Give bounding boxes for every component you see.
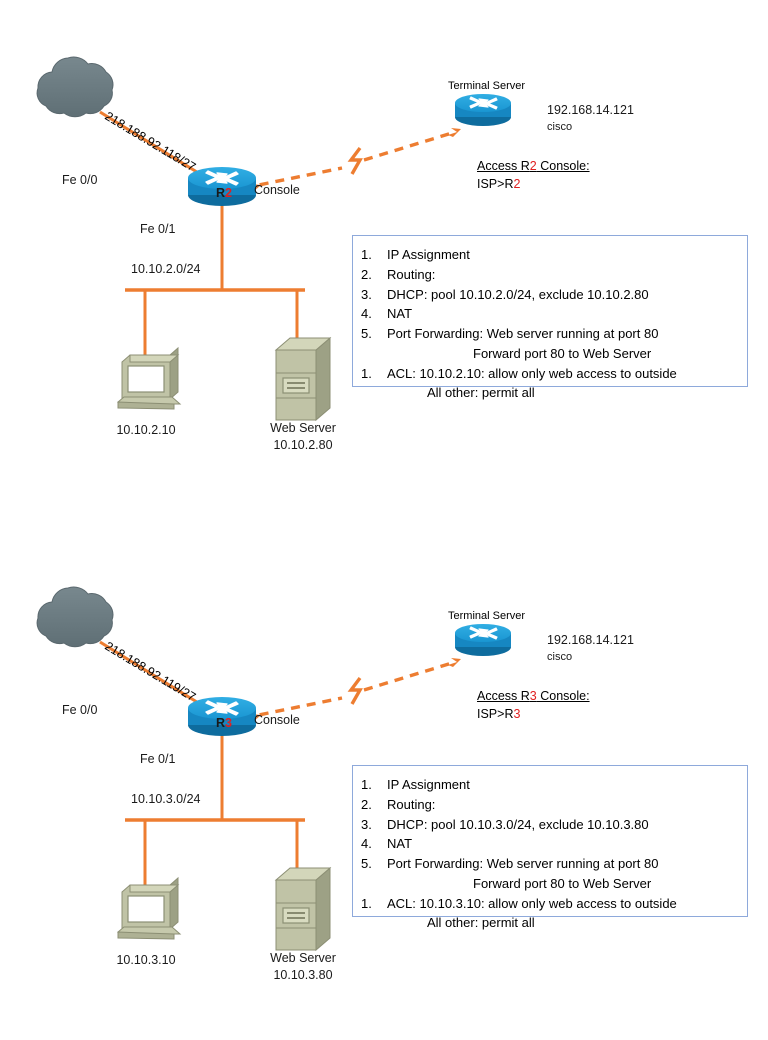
task-continuation: Forward port 80 to Web Server <box>473 345 652 361</box>
web-server-icon <box>274 866 332 952</box>
task-number: 5. <box>361 856 372 871</box>
web-server-caption: Web Server <box>270 951 336 965</box>
terminal-server-password: cisco <box>547 121 573 133</box>
task-number: 4. <box>361 836 372 852</box>
task-text: Port Forwarding: Web server running at p… <box>387 326 659 341</box>
console-link <box>243 661 453 720</box>
configuration-task-item: 5. Port Forwarding: Web server running at… <box>361 854 739 894</box>
lan-subnet-label: 10.10.3.0/24 <box>131 792 201 806</box>
task-text: Routing: <box>387 796 436 812</box>
configuration-task-item: 1. IP Assignment <box>361 245 739 265</box>
terminal-server-ip: 192.168.14.121 <box>547 633 634 647</box>
router-label-digit: 2 <box>225 186 232 200</box>
web-server-ip-label: 10.10.2.80 <box>273 438 333 452</box>
task-number: 4. <box>361 306 372 322</box>
console-port-label: Console <box>254 183 300 197</box>
task-text: DHCP: pool 10.10.3.0/24, exclude 10.10.3… <box>387 816 649 832</box>
configuration-task-item: 1. ACL: 10.10.3.10: allow only web access… <box>361 894 739 934</box>
configuration-tasks-box: 1. IP Assignment 2. Routing: 3. DHCP: pool 10… <box>352 235 748 400</box>
task-continuation: All other: permit all <box>427 385 535 401</box>
router-label: R3 <box>216 716 232 730</box>
wan-link <box>99 640 214 714</box>
network-diagram-r2: 218.188.92.118/27 Fe 0/0 Fe 0/1 R2 Conso… <box>0 40 768 510</box>
router-label-digit: 3 <box>225 716 232 730</box>
task-text: NAT <box>387 836 413 852</box>
task-text: DHCP: pool 10.10.2.0/24, exclude 10.10.2… <box>387 286 649 302</box>
lan-interface-label: Fe 0/1 <box>140 752 176 766</box>
task-text: Routing: <box>387 266 436 282</box>
terminal-server-icon <box>455 624 511 656</box>
configuration-task-item: 3. DHCP: pool 10.10.2.0/24, exclude 10.10… <box>361 285 739 305</box>
lan-subnet-label: 10.10.2.0/24 <box>131 262 201 276</box>
router-label-prefix: R <box>216 716 226 730</box>
web-server-caption: Web Server <box>270 421 336 435</box>
configuration-task-item: 3. DHCP: pool 10.10.3.0/24, exclude 10.10… <box>361 815 739 835</box>
task-number: 1. <box>361 777 372 792</box>
configuration-tasks-list: 1. IP Assignment 2. Routing: 3. DHCP: pool 10… <box>353 766 747 942</box>
internet-cloud-icon <box>36 586 114 648</box>
configuration-task-item: 4. NAT <box>361 304 739 324</box>
configuration-task-item: 5. Port Forwarding: Web server running at… <box>361 324 739 364</box>
console-access-prompt: ISP>R3 <box>477 707 521 722</box>
task-text: IP Assignment <box>387 247 470 262</box>
task-number: 2. <box>361 266 372 282</box>
wan-interface-label: Fe 0/0 <box>62 173 98 187</box>
console-link-bolt <box>347 146 363 175</box>
configuration-task-item: 1. ACL: 10.10.2.10: allow only web access… <box>361 364 739 404</box>
console-link <box>243 131 453 190</box>
task-continuation: All other: permit all <box>427 915 535 931</box>
workstation-icon <box>116 876 182 940</box>
task-text: ACL: 10.10.2.10: allow only web access t… <box>387 365 677 381</box>
topology-graphics <box>36 586 511 952</box>
router-icon <box>188 697 256 736</box>
router-label-prefix: R <box>216 186 226 200</box>
terminal-server-ip: 192.168.14.121 <box>547 103 634 117</box>
web-server-ip-label: 10.10.3.80 <box>273 968 333 982</box>
console-access-instructions: Access R3 Console: ISP>R3 <box>477 687 590 723</box>
router-label: R2 <box>216 186 232 200</box>
terminal-server-icon <box>455 94 511 126</box>
internet-cloud-icon <box>36 56 114 118</box>
console-access-instructions: Access R2 Console: ISP>R2 <box>477 157 590 193</box>
task-text: Port Forwarding: Web server running at p… <box>387 856 659 871</box>
configuration-task-item: 2. Routing: <box>361 265 739 285</box>
task-number: 1. <box>361 247 372 262</box>
configuration-tasks-list: 1. IP Assignment 2. Routing: 3. DHCP: pool 10… <box>353 236 747 412</box>
console-access-prompt: ISP>R2 <box>477 177 521 192</box>
configuration-task-item: 4. NAT <box>361 834 739 854</box>
console-access-title: Access R2 Console: <box>477 159 590 173</box>
task-continuation: Forward port 80 to Web Server <box>473 875 652 891</box>
configuration-task-item: 2. Routing: <box>361 795 739 815</box>
console-access-title: Access R3 Console: <box>477 689 590 703</box>
configuration-tasks-box: 1. IP Assignment 2. Routing: 3. DHCP: pool 10… <box>352 765 748 930</box>
console-link-bolt <box>347 676 363 705</box>
terminal-server-password: cisco <box>547 651 573 663</box>
task-number: 5. <box>361 326 372 341</box>
task-number: 3. <box>361 816 372 832</box>
wan-link <box>99 110 214 184</box>
terminal-server-caption: Terminal Server <box>448 610 526 622</box>
topology-graphics <box>36 56 511 422</box>
console-port-label: Console <box>254 713 300 727</box>
workstation-ip-label: 10.10.3.10 <box>116 953 176 967</box>
configuration-task-item: 1. IP Assignment <box>361 775 739 795</box>
task-number: 2. <box>361 796 372 812</box>
workstation-ip-label: 10.10.2.10 <box>116 423 176 437</box>
web-server-icon <box>274 336 332 422</box>
task-text: IP Assignment <box>387 777 470 792</box>
task-number: 1. <box>361 895 372 911</box>
wan-interface-label: Fe 0/0 <box>62 703 98 717</box>
task-text: NAT <box>387 306 413 322</box>
network-diagram-r3: 218.188.92.119/27 Fe 0/0 Fe 0/1 R3 Conso… <box>0 570 768 1040</box>
lan-interface-label: Fe 0/1 <box>140 222 176 236</box>
router-icon <box>188 167 256 206</box>
task-number: 3. <box>361 286 372 302</box>
terminal-server-caption: Terminal Server <box>448 80 526 92</box>
task-number: 1. <box>361 365 372 381</box>
workstation-icon <box>116 346 182 410</box>
task-text: ACL: 10.10.3.10: allow only web access t… <box>387 895 677 911</box>
